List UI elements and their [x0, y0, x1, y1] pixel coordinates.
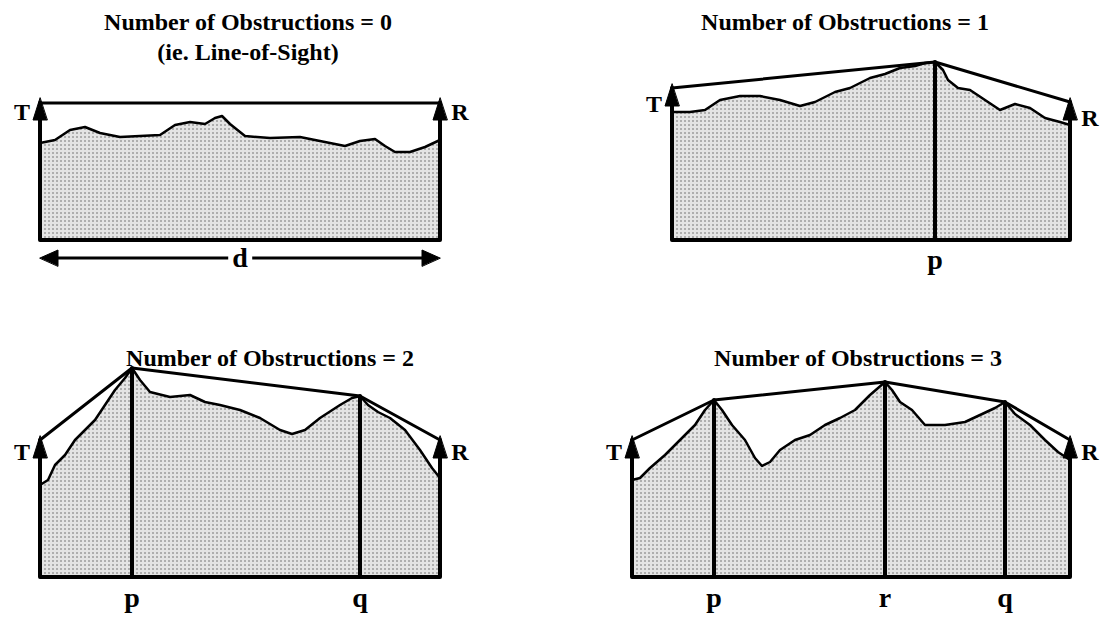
panel-title: Number of Obstructions = 0 [104, 9, 392, 35]
panel-title: Number of Obstructions = 2 [126, 345, 414, 371]
antenna-label: R [451, 439, 468, 465]
antenna-label: T [606, 439, 622, 465]
obstruction-label: p [927, 245, 943, 276]
obstruction-label: q [352, 583, 368, 614]
antenna-label: R [1081, 439, 1098, 465]
distance-label: d [228, 243, 252, 274]
antenna-label: T [14, 99, 30, 125]
antenna-label: R [451, 99, 468, 125]
panel-subtitle: (ie. Line-of-Sight) [157, 39, 338, 65]
antenna-label: T [646, 91, 662, 117]
obstruction-label: r [879, 583, 891, 614]
panel-title: Number of Obstructions = 1 [701, 9, 989, 35]
obstruction-label: p [124, 583, 140, 614]
panel-title: Number of Obstructions = 3 [714, 345, 1002, 371]
obstruction-label: q [997, 583, 1013, 614]
obstruction-label: p [706, 583, 722, 614]
antenna-label: T [14, 439, 30, 465]
antenna-label: R [1081, 105, 1098, 131]
